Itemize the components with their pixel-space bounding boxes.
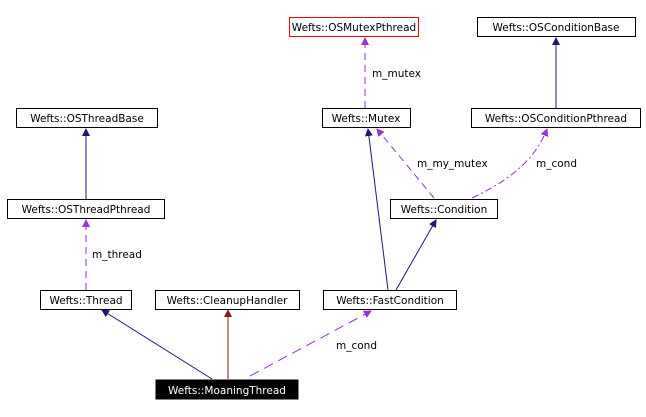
node-fast-condition[interactable]: Wefts::FastCondition [323,290,457,310]
node-label: Wefts::OSMutexPthread [292,22,416,34]
node-cleanup-handler[interactable]: Wefts::CleanupHandler [155,290,300,310]
node-condition[interactable]: Wefts::Condition [390,199,498,219]
node-label: Wefts::MoaningThread [168,385,286,397]
node-label: Wefts::Thread [49,295,122,307]
node-os-mutex-pthread[interactable]: Wefts::OSMutexPthread [289,17,419,37]
node-label: Wefts::Condition [401,204,488,216]
node-label: Wefts::Mutex [332,113,401,125]
edge-condition-to-mutex [376,128,435,199]
node-os-thread-base[interactable]: Wefts::OSThreadBase [16,108,158,128]
edge-label-m-thread: m_thread [92,249,142,261]
edge-label-m-cond-moaning: m_cond [336,340,377,352]
node-moaning-thread[interactable]: Wefts::MoaningThread [155,379,299,400]
edge-moaningthread-to-thread [101,309,213,380]
node-label: Wefts::FastCondition [336,295,444,307]
node-label: Wefts::OSThreadBase [30,113,144,125]
node-label: Wefts::OSConditionBase [492,22,619,34]
node-os-condition-base[interactable]: Wefts::OSConditionBase [477,17,636,37]
node-label: Wefts::OSConditionPthread [485,113,627,125]
edge-fastcondition-to-condition [395,219,437,291]
node-os-thread-pthread[interactable]: Wefts::OSThreadPthread [7,199,165,219]
edge-fastcondition-to-mutex [364,128,389,291]
edge-label-m-my-mutex: m_my_mutex [417,158,488,170]
node-label: Wefts::OSThreadPthread [22,204,151,216]
node-os-condition-pthread[interactable]: Wefts::OSConditionPthread [471,108,641,128]
node-thread[interactable]: Wefts::Thread [40,290,132,310]
node-label: Wefts::CleanupHandler [167,295,289,307]
edge-condition-to-osconditionpthread [471,128,549,199]
node-mutex[interactable]: Wefts::Mutex [322,108,411,128]
edge-label-m-cond-condition: m_cond [536,158,577,170]
edge-moaningthread-to-fastcondition [249,310,372,377]
edge-label-m-mutex: m_mutex [372,68,421,80]
